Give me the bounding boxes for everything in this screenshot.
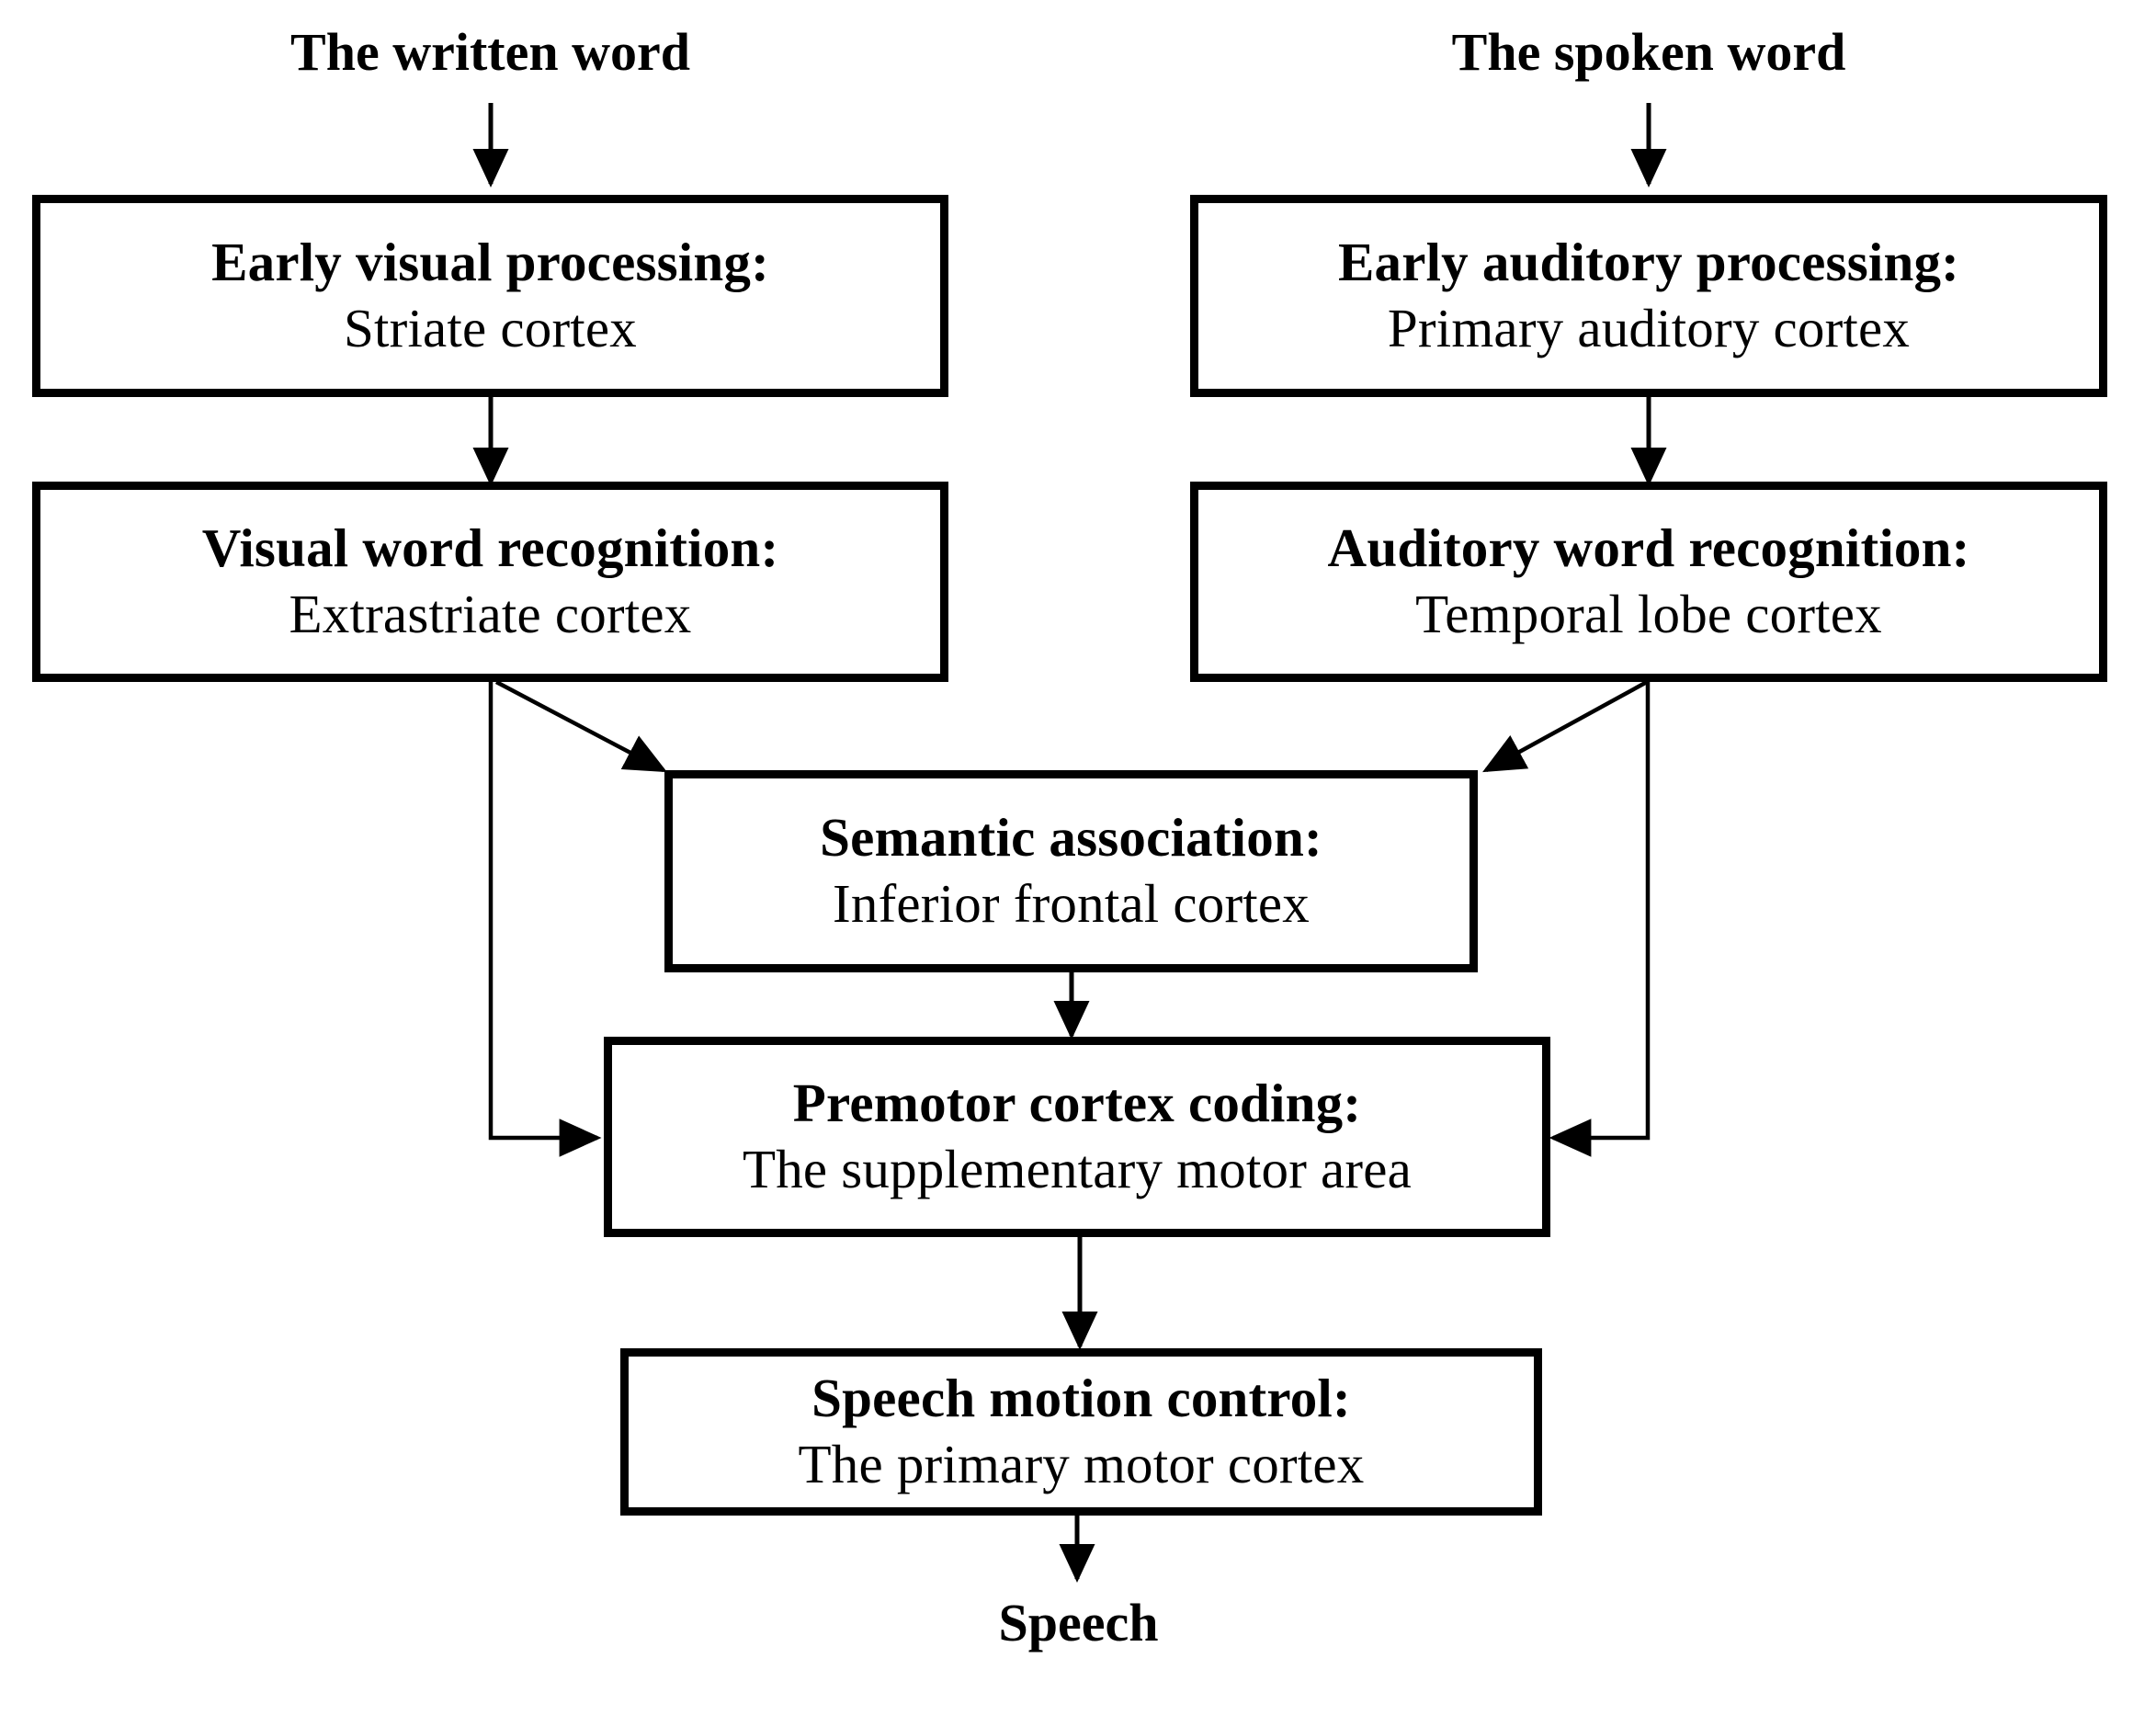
node-title: Premotor cortex coding: — [792, 1073, 1362, 1134]
label-the-spoken-word: The spoken word — [1451, 22, 1846, 82]
node-subtitle: The primary motor cortex — [798, 1434, 1365, 1494]
edge-visual-word-to-premotor — [488, 682, 602, 1157]
node-subtitle: The supplementary motor area — [742, 1139, 1413, 1199]
node-visual-word-recognition[interactable]: Visual word recognition: Extrastriate co… — [32, 482, 948, 682]
edge-visual-word-to-semantic — [494, 680, 667, 773]
edge-auditory-word-to-premotor — [1549, 682, 1651, 1157]
node-title: Early auditory processing: — [1337, 232, 1960, 293]
node-subtitle: Inferior frontal cortex — [833, 873, 1310, 934]
node-speech-motion-control[interactable]: Speech motion control: The primary motor… — [620, 1348, 1542, 1516]
node-early-auditory-processing[interactable]: Early auditory processing: Primary audit… — [1190, 195, 2107, 397]
node-title: Semantic association: — [820, 807, 1322, 869]
edge-auditory-word-to-semantic — [1482, 680, 1649, 773]
node-premotor-cortex-coding[interactable]: Premotor cortex coding: The supplementar… — [604, 1037, 1550, 1237]
node-subtitle: Temporal lobe cortex — [1415, 584, 1882, 644]
node-early-visual-processing[interactable]: Early visual processing: Striate cortex — [32, 195, 948, 397]
node-auditory-word-recognition[interactable]: Auditory word recognition: Temporal lobe… — [1190, 482, 2107, 682]
label-speech-output: Speech — [998, 1593, 1159, 1653]
label-the-written-word: The written word — [290, 22, 690, 82]
node-title: Speech motion control: — [811, 1368, 1351, 1429]
node-subtitle: Primary auditory cortex — [1387, 298, 1911, 358]
node-title: Early visual processing: — [211, 232, 769, 293]
node-subtitle: Striate cortex — [344, 298, 637, 358]
node-title: Auditory word recognition: — [1327, 517, 1970, 579]
node-subtitle: Extrastriate cortex — [289, 584, 692, 644]
node-title: Visual word recognition: — [201, 517, 779, 579]
node-semantic-association[interactable]: Semantic association: Inferior frontal c… — [664, 770, 1478, 972]
